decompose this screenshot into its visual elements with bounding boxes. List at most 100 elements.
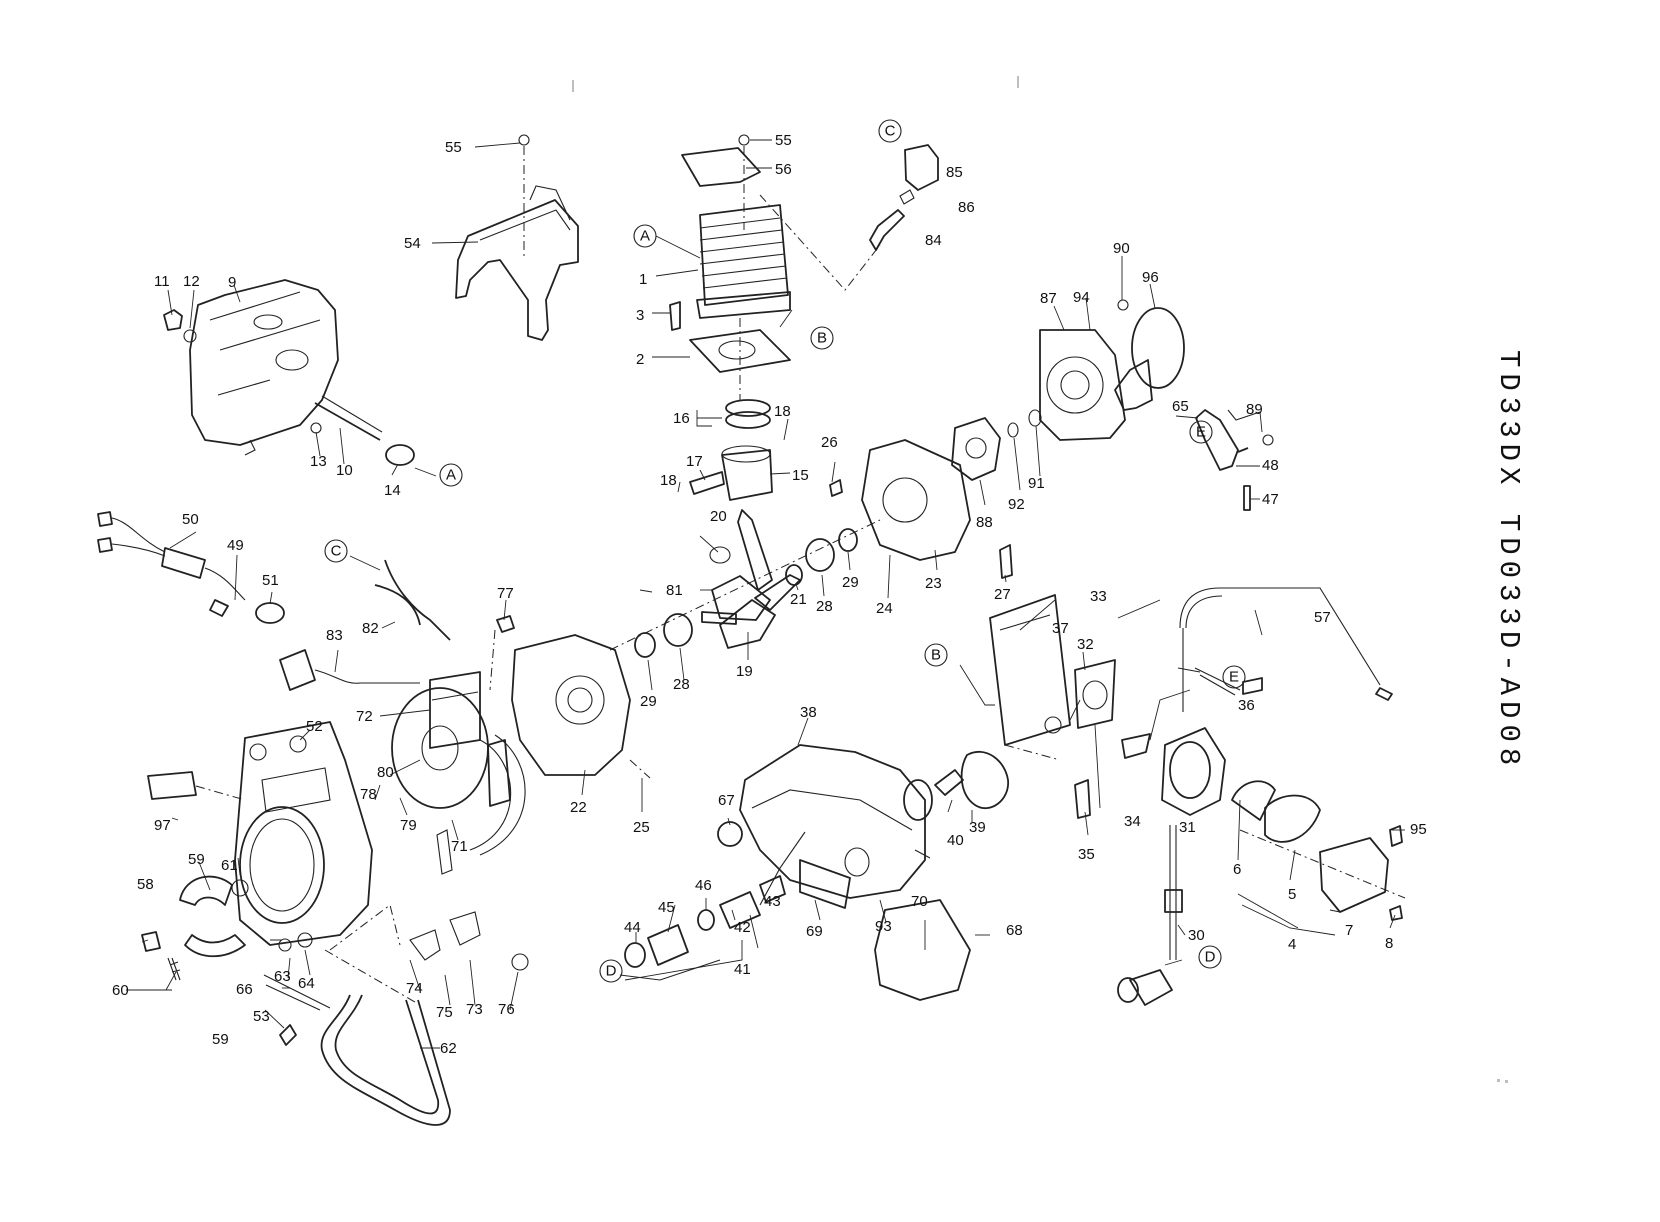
svg-text:C: C (331, 543, 342, 560)
part-number: 58 (137, 876, 154, 893)
part-number: 86 (958, 199, 975, 216)
part-number: 30 (1188, 927, 1205, 944)
part-number: 1 (639, 271, 647, 288)
part-number: 3 (636, 307, 644, 324)
part-number: 33 (1090, 588, 1107, 605)
part-number: 74 (406, 980, 423, 997)
part-numbers: 1 2 3 4 5 6 7 8 9 10 11 12 13 14 15 16 1… (112, 132, 1427, 1057)
part-number: 93 (875, 918, 892, 935)
part-number: 91 (1028, 475, 1045, 492)
part-number: 71 (451, 838, 468, 855)
part-number: 36 (1238, 697, 1255, 714)
part-number: 28 (816, 598, 833, 615)
part-number: 83 (326, 627, 343, 644)
part-number: 22 (570, 799, 587, 816)
callout-e-carburetor: E (1222, 665, 1246, 689)
part-number: 54 (404, 235, 421, 252)
part-number: 12 (183, 273, 200, 290)
part-number: 27 (994, 586, 1011, 603)
part-number: 32 (1077, 636, 1094, 653)
part-number: 90 (1113, 240, 1130, 257)
part-number: 59 (188, 851, 205, 868)
part-number: 60 (112, 982, 129, 999)
part-number: 21 (790, 591, 807, 608)
part-number: 79 (400, 817, 417, 834)
model-code: TD33DX TD033D-AD08 (1492, 350, 1525, 772)
part-number: 53 (253, 1008, 270, 1025)
part-number: 35 (1078, 846, 1095, 863)
part-number: 47 (1262, 491, 1279, 508)
part-number: 80 (377, 764, 394, 781)
part-number: 68 (1006, 922, 1023, 939)
part-number: 44 (624, 919, 641, 936)
part-number: 55 (775, 132, 792, 149)
part-number: 84 (925, 232, 942, 249)
spark-plug-drawing (869, 144, 939, 251)
part-number: 38 (800, 704, 817, 721)
part-number: 43 (764, 893, 781, 910)
wiring-drawing (97, 511, 420, 691)
part-number: 64 (298, 975, 315, 992)
part-number: 29 (640, 693, 657, 710)
crankcase-drawing (861, 299, 1274, 561)
part-number: 63 (274, 968, 291, 985)
part-number: 8 (1385, 935, 1393, 952)
part-number: 2 (636, 351, 644, 368)
part-number: 77 (497, 585, 514, 602)
part-number: 29 (842, 574, 859, 591)
part-number: 88 (976, 514, 993, 531)
part-number: 48 (1262, 457, 1279, 474)
part-number: 19 (736, 663, 753, 680)
carburetor-drawing (989, 587, 1406, 1006)
part-number: 61 (221, 857, 238, 874)
callout-b-cylinder: B (810, 326, 834, 350)
callout-d-filter: D (599, 959, 623, 983)
part-number: 67 (718, 792, 735, 809)
part-number: 78 (360, 786, 377, 803)
ignition-drawing (374, 559, 526, 856)
part-number: 96 (1142, 269, 1159, 286)
part-number: 52 (306, 718, 323, 735)
part-number: 56 (775, 161, 792, 178)
part-number: 26 (821, 434, 838, 451)
part-number: 97 (154, 817, 171, 834)
callout-a-muffler: A (439, 463, 463, 487)
part-number: 7 (1345, 922, 1353, 939)
fuel-filter-drawing (619, 831, 806, 981)
part-number: 39 (969, 819, 986, 836)
scan-specks (572, 76, 1508, 1083)
part-number: 46 (695, 877, 712, 894)
part-number: 57 (1314, 609, 1331, 626)
svg-text:D: D (1205, 949, 1216, 966)
callout-c-plug-cap: C (878, 119, 902, 143)
svg-text:A: A (640, 228, 650, 245)
svg-text:D: D (606, 963, 617, 980)
part-number: 75 (436, 1004, 453, 1021)
callout-c-coil: C (324, 539, 348, 563)
part-number: 28 (673, 676, 690, 693)
part-number: 6 (1233, 861, 1241, 878)
part-number: 62 (440, 1040, 457, 1057)
fan-cover-drawing (141, 721, 529, 1046)
callout-d-fuel-elbow: D (1198, 945, 1222, 969)
part-number: 49 (227, 537, 244, 554)
part-number: 85 (946, 164, 963, 181)
part-number: 89 (1246, 401, 1263, 418)
part-number: 81 (666, 582, 683, 599)
part-number: 65 (1172, 398, 1189, 415)
part-number: 50 (182, 511, 199, 528)
part-number: 42 (734, 919, 751, 936)
part-number: 76 (498, 1001, 515, 1018)
callout-b-carburetor: B (924, 643, 948, 667)
part-number: 23 (925, 575, 942, 592)
part-number: 24 (876, 600, 893, 617)
part-number: 4 (1288, 936, 1296, 953)
svg-text:B: B (817, 330, 827, 347)
callout-e-recoil: E (1189, 420, 1213, 444)
svg-text:E: E (1229, 669, 1239, 686)
part-number: 92 (1008, 496, 1025, 513)
part-number: 69 (806, 923, 823, 940)
svg-text:A: A (446, 467, 456, 484)
callout-a-cylinder: A (633, 224, 657, 248)
